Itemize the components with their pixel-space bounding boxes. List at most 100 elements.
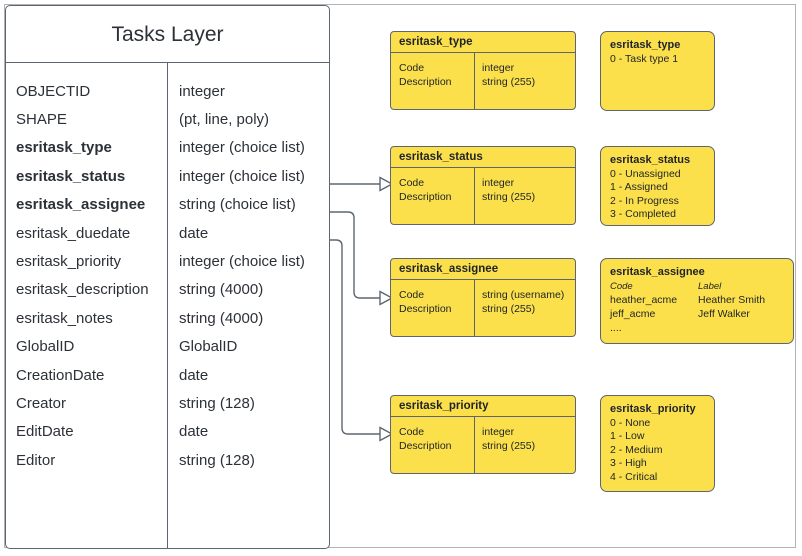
table-row[interactable]: esritask_duedate date — [6, 219, 329, 247]
domain-field-type: string (username) — [482, 289, 565, 301]
value-code: jeff_acme — [610, 307, 656, 320]
field-name: esritask_assignee — [16, 196, 146, 214]
list-item: 1 - Low — [610, 430, 645, 443]
field-type: date — [179, 366, 209, 384]
field-name: GlobalID — [16, 338, 75, 356]
table-row[interactable]: esritask_priority integer (choice list) — [6, 247, 329, 275]
domain-field-type: string (255) — [482, 76, 536, 88]
domain-field-name: Description — [399, 440, 452, 452]
domain-field-type: integer — [482, 426, 515, 438]
field-type: integer (choice list) — [179, 253, 305, 271]
domain-table-body: Code integer Description string (255) — [391, 168, 575, 224]
table-row: Code integer — [391, 176, 575, 190]
domain-field-name: Description — [399, 191, 452, 203]
list-item: heather_acme Heather Smith — [610, 293, 785, 307]
list-item: 0 - None — [610, 416, 651, 429]
domain-field-name: Code — [399, 62, 425, 74]
value-list-title: esritask_assignee — [610, 266, 705, 278]
domain-field-type: integer — [482, 62, 515, 74]
value-list-ellipsis: .... — [610, 321, 622, 334]
domain-field-name: Code — [399, 289, 425, 301]
field-name: esritask_type — [16, 139, 112, 157]
domain-table-body: Code integer Description string (255) — [391, 417, 575, 473]
field-type: string (4000) — [179, 281, 264, 299]
value-list-title: esritask_priority — [610, 403, 696, 415]
field-name: OBJECTID — [16, 82, 91, 100]
field-name: esritask_status — [16, 167, 126, 185]
field-type: string (choice list) — [179, 196, 296, 214]
table-row[interactable]: CreationDate date — [6, 361, 329, 389]
table-row[interactable]: EditDate date — [6, 418, 329, 446]
field-type: string (128) — [179, 451, 255, 469]
domain-table-esritask-assignee[interactable]: esritask_assignee Code string (username)… — [390, 258, 576, 337]
list-item: 1 - Assigned — [610, 181, 668, 194]
table-row[interactable]: OBJECTID integer — [6, 77, 329, 105]
domain-column-divider — [474, 168, 476, 224]
value-list-esritask-status[interactable]: esritask_status 0 - Unassigned 1 - Assig… — [600, 146, 715, 226]
entity-column-divider — [167, 63, 169, 548]
domain-field-type: string (255) — [482, 191, 536, 203]
domain-table-esritask-priority[interactable]: esritask_priority Code integer Descripti… — [390, 395, 576, 474]
value-list-esritask-type[interactable]: esritask_type 0 - Task type 1 — [600, 31, 715, 111]
field-type: date — [179, 423, 209, 441]
field-name: esritask_notes — [16, 309, 113, 327]
table-row[interactable]: esritask_description string (4000) — [6, 276, 329, 304]
domain-field-name: Code — [399, 426, 425, 438]
field-type: integer (choice list) — [179, 167, 305, 185]
domain-column-divider — [474, 417, 476, 473]
list-item: 3 - High — [610, 457, 647, 470]
domain-table-header: esritask_status — [391, 147, 575, 168]
value-code: heather_acme — [610, 293, 678, 306]
value-label: Heather Smith — [698, 293, 766, 306]
value-list-esritask-assignee[interactable]: esritask_assignee Code Label heather_acm… — [600, 258, 794, 344]
table-row[interactable]: Editor string (128) — [6, 446, 329, 474]
table-row[interactable]: SHAPE (pt, line, poly) — [6, 105, 329, 133]
entity-table-tasks-layer[interactable]: Tasks Layer OBJECTID integer SHAPE (pt, … — [5, 5, 330, 549]
table-row[interactable]: GlobalID GlobalID — [6, 333, 329, 361]
field-type: string (4000) — [179, 309, 264, 327]
domain-table-body: Code string (username) Description strin… — [391, 280, 575, 336]
table-row: Code string (username) — [391, 288, 575, 302]
page-title: Tasks Layer — [6, 6, 329, 63]
entity-field-list: OBJECTID integer SHAPE (pt, line, poly) … — [6, 63, 329, 548]
table-row[interactable]: Creator string (128) — [6, 389, 329, 417]
value-list-esritask-priority[interactable]: esritask_priority 0 - None 1 - Low 2 - M… — [600, 395, 715, 492]
domain-column-divider — [474, 280, 476, 336]
domain-table-esritask-status[interactable]: esritask_status Code integer Description… — [390, 146, 576, 225]
domain-field-type: integer — [482, 177, 515, 189]
field-name: Creator — [16, 394, 67, 412]
value-label: Jeff Walker — [698, 307, 750, 320]
table-row[interactable]: esritask_notes string (4000) — [6, 304, 329, 332]
table-row[interactable]: esritask_status integer (choice list) — [6, 162, 329, 190]
field-name: esritask_duedate — [16, 224, 131, 242]
value-list-code-header: Code — [610, 280, 633, 292]
table-row: Description string (255) — [391, 75, 575, 89]
field-type: (pt, line, poly) — [179, 111, 270, 129]
domain-table-body: Code integer Description string (255) — [391, 53, 575, 109]
domain-table-esritask-type[interactable]: esritask_type Code integer Description s… — [390, 31, 576, 110]
table-row[interactable]: esritask_type integer (choice list) — [6, 134, 329, 162]
field-name: EditDate — [16, 423, 74, 441]
domain-field-name: Description — [399, 303, 452, 315]
list-item: jeff_acme Jeff Walker — [610, 307, 785, 321]
domain-field-type: string (255) — [482, 303, 536, 315]
domain-table-header: esritask_type — [391, 32, 575, 53]
list-item: 2 - Medium — [610, 443, 663, 456]
list-item: 4 - Critical — [610, 470, 658, 483]
table-row: Description string (255) — [391, 302, 575, 316]
domain-field-type: string (255) — [482, 440, 536, 452]
domain-table-header: esritask_assignee — [391, 259, 575, 280]
table-row[interactable]: esritask_assignee string (choice list) — [6, 191, 329, 219]
list-item: 0 - Unassigned — [610, 167, 681, 180]
list-item: 3 - Completed — [610, 208, 676, 221]
table-row: Code integer — [391, 61, 575, 75]
table-row: Description string (255) — [391, 190, 575, 204]
field-name: Editor — [16, 451, 56, 469]
domain-field-name: Code — [399, 177, 425, 189]
field-name: esritask_priority — [16, 253, 122, 271]
field-name: CreationDate — [16, 366, 105, 384]
field-name: SHAPE — [16, 111, 67, 129]
field-name: esritask_description — [16, 281, 149, 299]
domain-column-divider — [474, 53, 476, 109]
